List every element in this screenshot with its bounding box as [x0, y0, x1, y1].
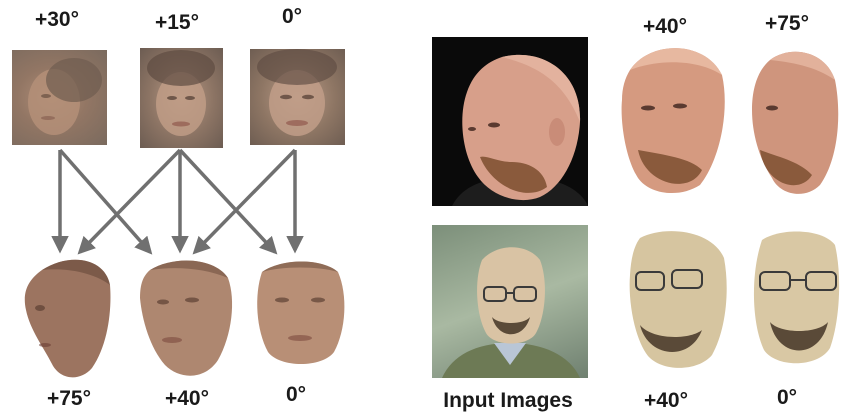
glasses-man-portrait — [442, 247, 580, 378]
input-images-caption: Input Images — [443, 389, 573, 412]
top-angle-label-2: +15° — [154, 11, 200, 34]
synth-face-plus40 — [140, 260, 233, 376]
blurred-face-slight — [147, 50, 215, 136]
bottom-angle-label-1: +75° — [46, 387, 92, 410]
bottom-angle-label-2: +40° — [164, 387, 210, 410]
bottom-angle-label-3: 0° — [285, 383, 307, 406]
glasses-face-zero — [753, 231, 840, 364]
synth-face-zero — [257, 261, 345, 364]
input-photo-2 — [432, 225, 588, 378]
bald-man-portrait — [452, 54, 588, 206]
synth-face-plus75 — [24, 259, 111, 378]
top-angle-label-1: +30° — [34, 8, 80, 31]
blurred-face-profile — [28, 58, 102, 135]
face-tile-plus30 — [12, 50, 107, 145]
right-bottom-angle-label-1: +40° — [643, 389, 689, 412]
right-top-angle-label-2: +75° — [764, 12, 810, 35]
right-bottom-angle-label-2: 0° — [776, 386, 798, 409]
top-angle-label-3: 0° — [281, 5, 303, 28]
blurred-face-frontal — [257, 49, 337, 136]
right-top-angle-label-1: +40° — [642, 15, 688, 38]
face-tile-zero — [250, 49, 345, 145]
bald-face-plus75 — [752, 51, 839, 194]
bald-face-plus40 — [621, 48, 725, 194]
input-photo-1 — [432, 37, 588, 206]
glasses-face-plus40 — [629, 231, 727, 368]
face-tile-plus15 — [140, 48, 223, 148]
